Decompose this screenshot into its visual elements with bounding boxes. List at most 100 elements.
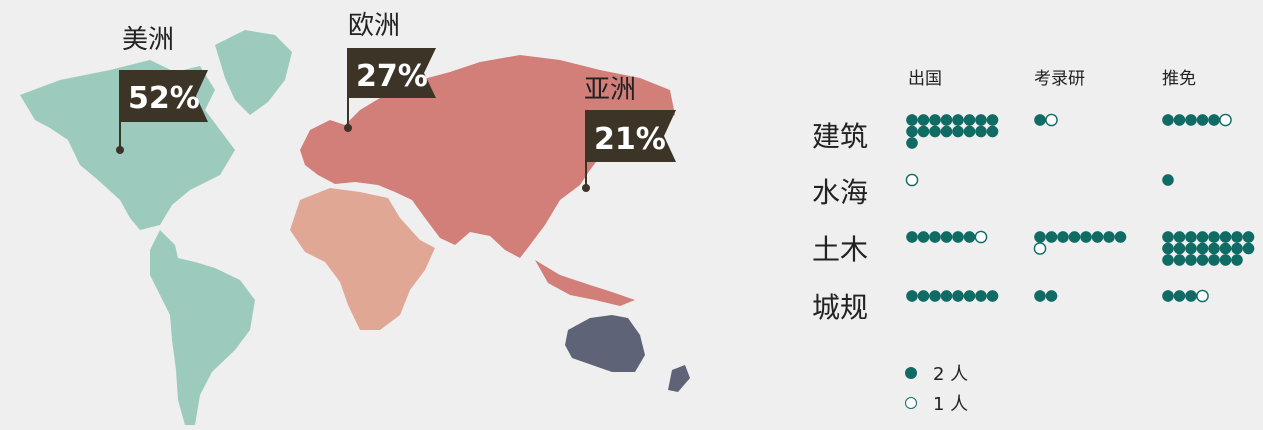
dot-filled	[929, 231, 941, 243]
dot-filled	[906, 137, 918, 149]
flag-europe-percent: 27%	[356, 59, 428, 94]
dot-filled	[1231, 242, 1243, 255]
flag-asia-label: 亚洲	[584, 75, 636, 105]
flag-americas: 52% 美洲	[116, 25, 208, 154]
legend-hollow-label: 1 人	[933, 394, 969, 415]
dot-filled	[1231, 231, 1243, 243]
dot-filled	[1173, 231, 1186, 243]
dot-filled	[1196, 242, 1209, 255]
row-label-architecture: 建筑	[812, 120, 869, 153]
legend-hollow: 1 人	[905, 390, 968, 416]
dot-filled	[1196, 114, 1209, 126]
dot-filled	[975, 114, 987, 126]
dot-filled	[906, 231, 918, 243]
dot-filled	[952, 290, 964, 302]
dot-filled	[1185, 290, 1197, 302]
dot-filled	[986, 114, 999, 126]
dot-hollow	[1219, 113, 1232, 127]
dot-filled	[917, 114, 930, 126]
dot-filled	[1231, 254, 1243, 266]
dot-filled	[940, 125, 953, 138]
col-header-recommend: 推免	[1162, 69, 1196, 89]
dot-filled	[1173, 254, 1186, 266]
dot-filled	[1162, 242, 1174, 255]
dot-filled	[952, 125, 964, 138]
dot-filled	[940, 114, 953, 126]
dot-filled	[1091, 231, 1104, 243]
dot-filled	[917, 125, 930, 138]
dot-filled	[1185, 231, 1197, 243]
dot-filled	[1185, 114, 1197, 126]
dot-filled	[1242, 231, 1255, 243]
dot-filled	[1196, 231, 1209, 243]
dot-hollow	[1045, 113, 1058, 127]
dot-filled	[1196, 254, 1209, 266]
legend-filled: 2 人	[905, 360, 968, 386]
dot-filled	[1208, 114, 1220, 126]
flag-americas-percent: 52%	[128, 81, 200, 116]
dot-filled	[906, 290, 918, 302]
dot-filled	[963, 290, 976, 302]
dot-filled	[963, 125, 976, 138]
row-label-civil: 土木	[812, 233, 869, 266]
dot-filled	[1173, 242, 1186, 255]
dot-filled	[1057, 231, 1069, 243]
dot-filled	[1219, 231, 1232, 243]
africa-shape	[290, 188, 435, 330]
dot-filled	[963, 114, 976, 126]
dot-filled	[1208, 254, 1220, 266]
dot-filled	[1114, 231, 1127, 243]
dot-filled	[1045, 290, 1058, 302]
eurasia-shape	[300, 55, 675, 306]
world-map: 52% 美洲 27% 欧洲 21% 亚洲	[20, 11, 690, 425]
dot-filled	[1162, 114, 1174, 126]
greenland-shape	[215, 30, 292, 115]
dot-filled	[1185, 242, 1197, 255]
dot-filled	[929, 290, 941, 302]
legend-filled-dot	[905, 367, 917, 379]
dot-filled	[1045, 231, 1058, 243]
dot-filled	[906, 125, 918, 138]
dot-filled	[940, 231, 953, 243]
dot-filled	[1219, 254, 1232, 266]
dot-filled	[1034, 290, 1046, 302]
dot-filled	[1034, 114, 1046, 126]
dot-hollow	[974, 230, 988, 244]
dot-filled	[963, 231, 976, 243]
dot-filled	[940, 290, 953, 302]
dot-filled	[1162, 231, 1174, 243]
dot-filled	[1173, 290, 1186, 302]
americas-shape	[20, 60, 255, 425]
dot-filled	[929, 114, 941, 126]
new-zealand-shape	[668, 365, 690, 392]
col-header-abroad: 出国	[908, 69, 942, 89]
dot-filled	[1080, 231, 1092, 243]
dot-filled	[986, 290, 999, 302]
dot-filled	[952, 114, 964, 126]
dot-hollow	[1196, 289, 1209, 303]
dot-filled	[1185, 254, 1197, 266]
flag-asia: 21% 亚洲	[582, 75, 676, 192]
row-label-water: 水海	[812, 176, 869, 209]
dot-filled	[1034, 231, 1046, 243]
dot-filled	[1219, 242, 1232, 255]
dot-filled	[1208, 231, 1220, 243]
oceania-shape	[565, 315, 645, 372]
legend-hollow-dot	[905, 397, 917, 409]
flag-americas-label: 美洲	[122, 25, 174, 55]
dot-filled	[1208, 242, 1220, 255]
legend-filled-label: 2 人	[933, 364, 969, 385]
col-header-exam: 考录研	[1034, 69, 1085, 89]
dot-filled	[975, 290, 987, 302]
dot-hollow	[1033, 242, 1047, 255]
dot-filled	[906, 114, 918, 126]
dot-filled	[986, 125, 999, 138]
dot-filled	[1068, 231, 1081, 243]
row-label-planning: 城规	[812, 291, 869, 324]
flag-europe: 27% 欧洲	[344, 11, 436, 132]
dot-hollow	[905, 173, 919, 187]
dot-filled	[1103, 231, 1115, 243]
dot-filled	[1162, 290, 1174, 302]
flag-asia-percent: 21%	[594, 122, 666, 157]
flag-europe-label: 欧洲	[348, 11, 400, 41]
